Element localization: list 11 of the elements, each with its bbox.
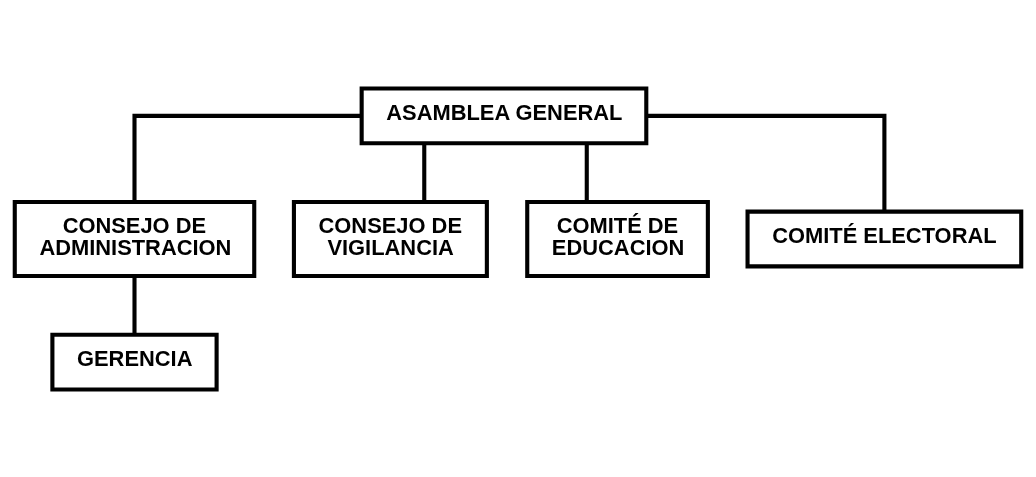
node-box: COMITÉ ELECTORAL xyxy=(745,209,1024,268)
node-box: CONSEJO DE VIGILANCIA xyxy=(291,199,489,278)
connector xyxy=(422,143,427,202)
connector xyxy=(646,113,887,211)
connector xyxy=(584,143,589,202)
node-box: COMITÉ DE EDUCACION xyxy=(525,199,710,278)
node-box: CONSEJO DE ADMINISTRACION xyxy=(12,199,257,278)
node-box: ASAMBLEA GENERAL xyxy=(359,85,649,145)
connector xyxy=(132,113,362,202)
node-box: GERENCIA xyxy=(50,332,219,392)
connector xyxy=(132,275,137,335)
